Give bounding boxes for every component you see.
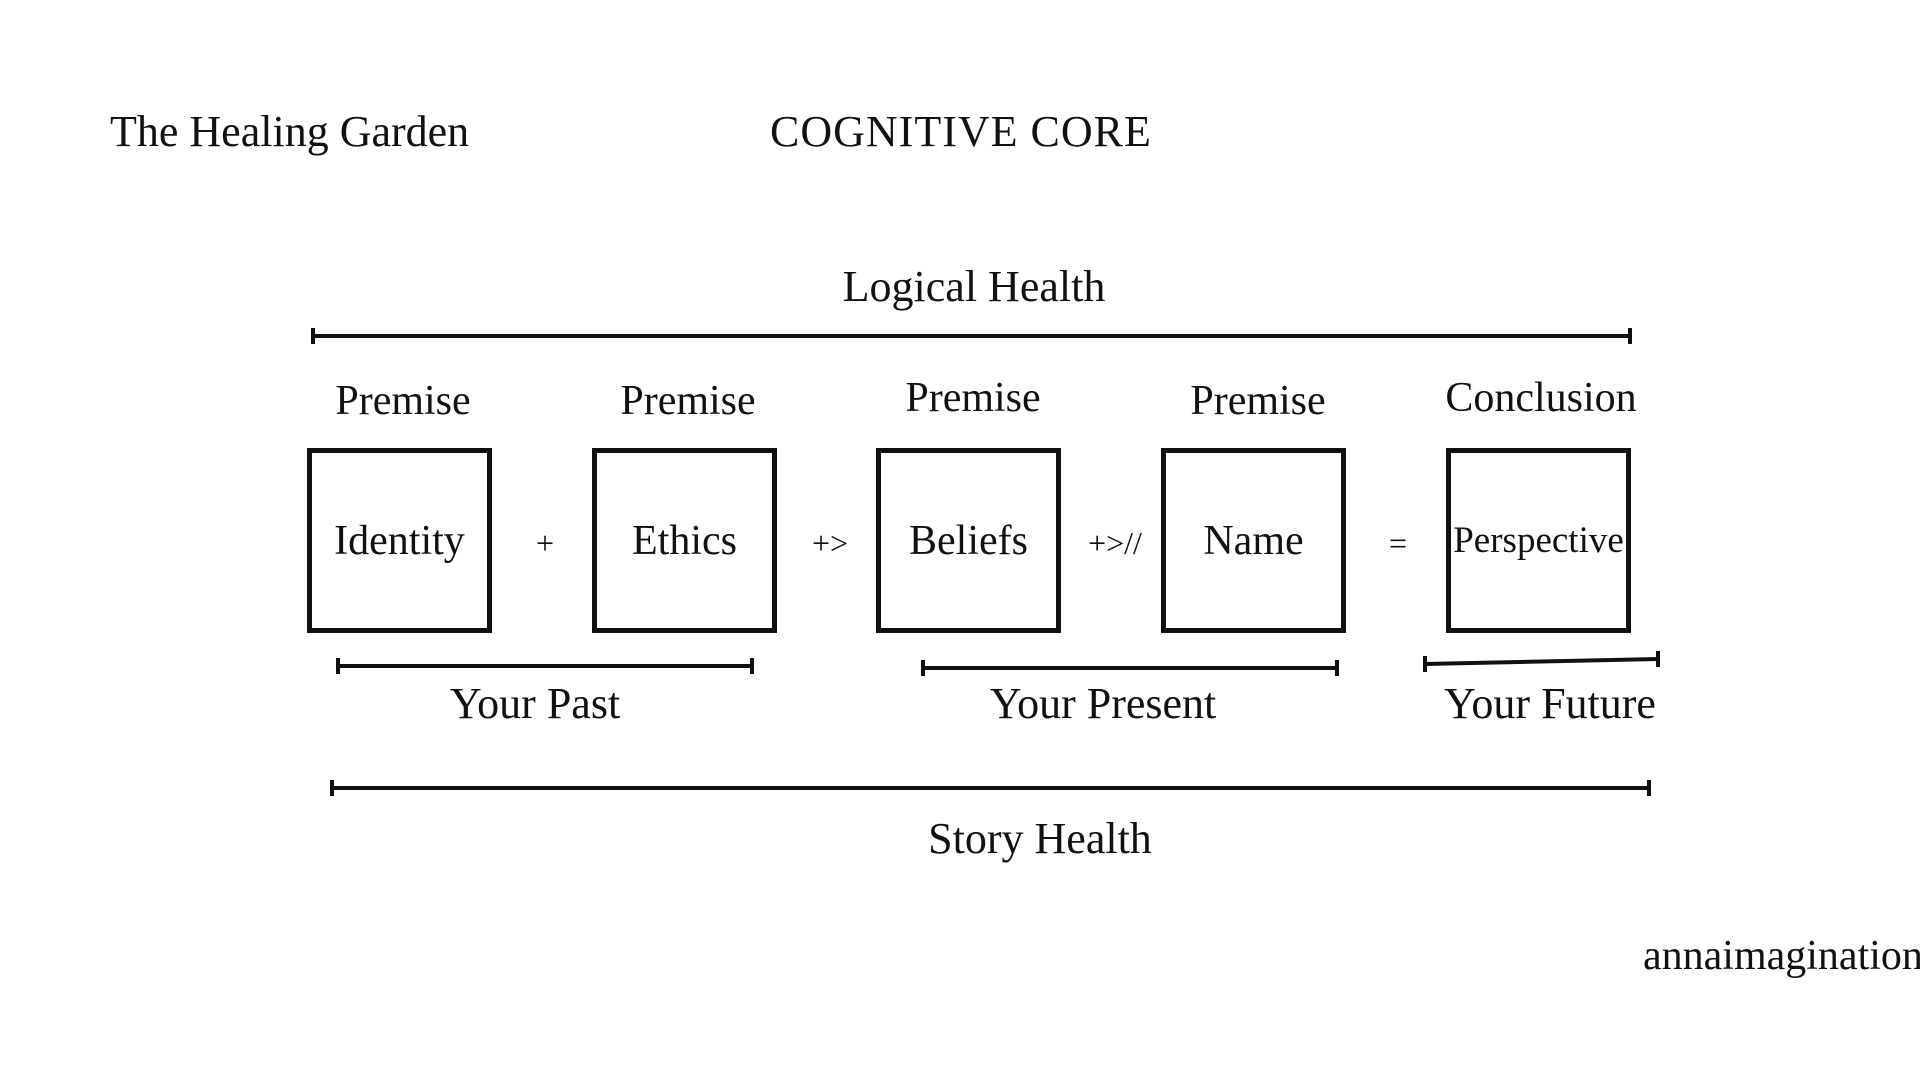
identity-box: Identity (307, 448, 492, 633)
plus-operator: + (535, 525, 555, 561)
future-bracket (1423, 651, 1660, 672)
your-present-label: Your Present (989, 679, 1217, 728)
website-url: annaimagination.com (1643, 933, 1920, 979)
logical-health-label: Logical Health (842, 262, 1106, 311)
name-box: Name (1161, 448, 1346, 633)
premise-label-1: Premise (335, 378, 471, 424)
implies-parallel-operator: +>// (1088, 525, 1142, 561)
your-future-label: Your Future (1444, 679, 1656, 728)
beliefs-text: Beliefs (909, 517, 1028, 564)
premise-label-2: Premise (620, 378, 756, 424)
present-bracket (921, 660, 1339, 676)
name-text: Name (1203, 517, 1304, 564)
perspective-text: Perspective (1453, 520, 1624, 561)
conclusion-label: Conclusion (1445, 375, 1637, 421)
page-title: COGNITIVE CORE (770, 107, 1152, 156)
story-health-label: Story Health (928, 814, 1152, 863)
implies-operator: +> (811, 525, 849, 561)
premise-label-3: Premise (905, 375, 1041, 421)
premise-label-4: Premise (1190, 378, 1326, 424)
perspective-box: Perspective (1446, 448, 1631, 633)
identity-text: Identity (334, 517, 465, 564)
beliefs-box: Beliefs (876, 448, 1061, 633)
equals-operator: = (1388, 525, 1408, 561)
ethics-box: Ethics (592, 448, 777, 633)
your-past-label: Your Past (449, 679, 621, 728)
past-bracket (336, 658, 754, 674)
story-health-bracket (330, 780, 1651, 796)
brand-title: The Healing Garden (110, 107, 470, 156)
logical-health-bracket (311, 328, 1632, 344)
ethics-text: Ethics (632, 517, 737, 564)
